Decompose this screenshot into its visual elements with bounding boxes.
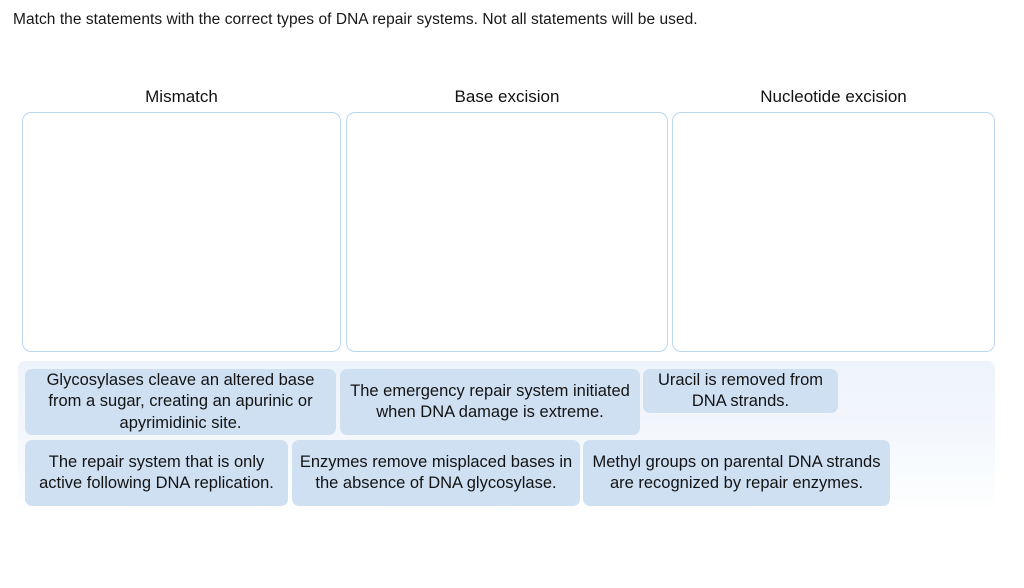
tile-bank-row-1: Glycosylases cleave an altered base from… bbox=[18, 367, 995, 437]
dropzone-row bbox=[22, 112, 995, 352]
statement-tile-label: Enzymes remove misplaced bases in the ab… bbox=[299, 452, 573, 493]
dropzone-base-excision[interactable] bbox=[346, 112, 668, 352]
statement-tile[interactable]: Glycosylases cleave an altered base from… bbox=[25, 369, 336, 435]
category-header-base-excision: Base excision bbox=[454, 87, 560, 106]
statement-tile-label: Methyl groups on parental DNA strands ar… bbox=[592, 452, 881, 493]
statement-tile[interactable]: The repair system that is only active fo… bbox=[25, 440, 288, 506]
category-header-mismatch: Mismatch bbox=[145, 87, 218, 106]
statement-tile[interactable]: Uracil is removed from DNA strands. bbox=[643, 369, 838, 413]
statement-tile[interactable]: The emergency repair system initiated wh… bbox=[340, 369, 640, 435]
statement-tile[interactable]: Enzymes remove misplaced bases in the ab… bbox=[292, 440, 580, 506]
category-header-nucleotide-excision: Nucleotide excision bbox=[760, 87, 907, 106]
dropzone-nucleotide-excision[interactable] bbox=[672, 112, 995, 352]
dropzone-mismatch[interactable] bbox=[22, 112, 341, 352]
instruction-text: Match the statements with the correct ty… bbox=[13, 11, 698, 28]
statement-tile-label: Uracil is removed from DNA strands. bbox=[657, 370, 824, 411]
statement-tile-bank: Glycosylases cleave an altered base from… bbox=[18, 361, 995, 513]
category-headers: Mismatch Base excision Nucleotide excisi… bbox=[22, 86, 995, 110]
tile-bank-row-2: The repair system that is only active fo… bbox=[18, 440, 995, 510]
statement-tile-label: Glycosylases cleave an altered base from… bbox=[46, 370, 315, 432]
statement-tile[interactable]: Methyl groups on parental DNA strands ar… bbox=[583, 440, 890, 506]
statement-tile-label: The emergency repair system initiated wh… bbox=[350, 381, 630, 422]
statement-tile-label: The repair system that is only active fo… bbox=[39, 452, 274, 493]
